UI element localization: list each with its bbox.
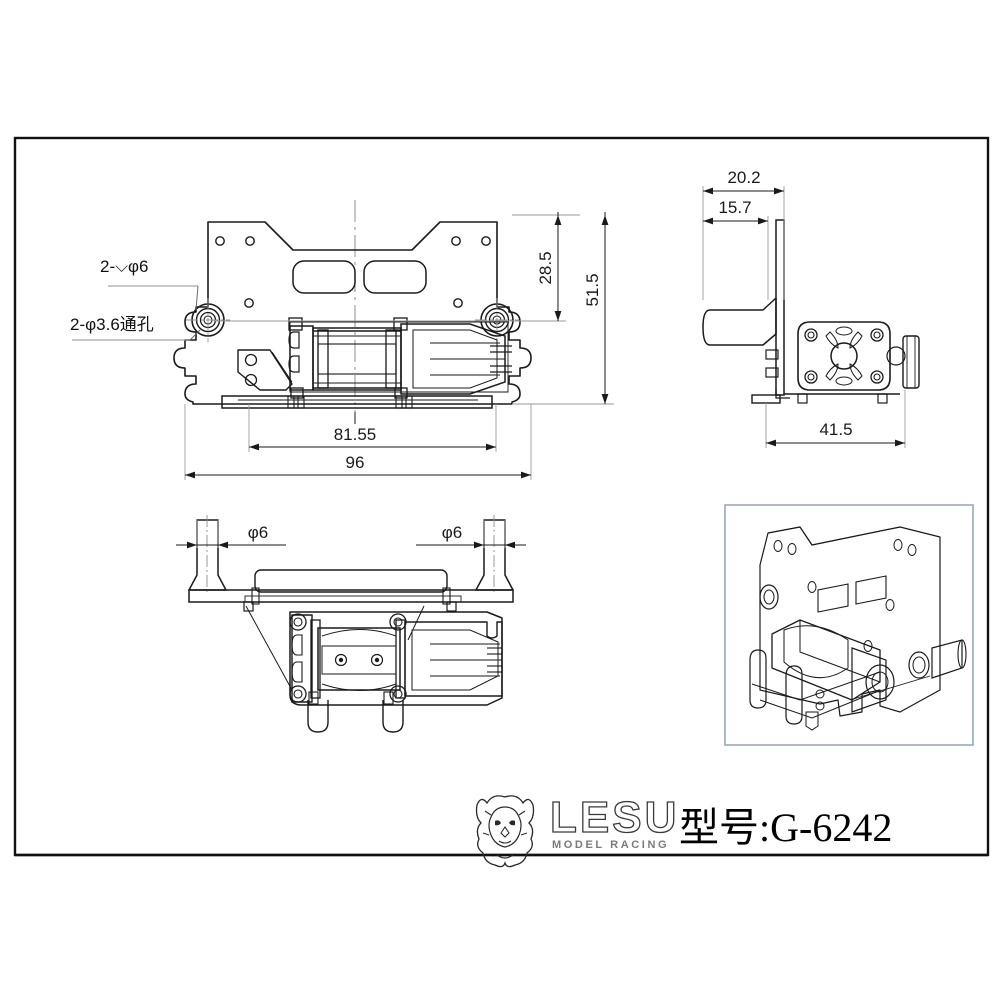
dimension-height-overall-label: 51.5 xyxy=(583,273,602,306)
counterbore-hole-right xyxy=(475,298,519,342)
front-view xyxy=(173,200,532,420)
side-view xyxy=(702,219,920,404)
dimension-depth-overall: 20.2 xyxy=(702,168,785,300)
callout-counterbore: 2-⌵φ6 xyxy=(100,257,199,311)
lion-head-logo xyxy=(475,795,535,868)
isometric-mounting-plate xyxy=(759,526,941,717)
dimension-width-overall-label: 96 xyxy=(346,453,365,472)
base-rail-front xyxy=(221,395,493,409)
side-base-rail xyxy=(784,393,900,404)
callout-through-hole-label: 2-φ3.6通孔 xyxy=(70,315,154,334)
plate-slot-left xyxy=(292,260,356,294)
dimension-roller-left-label: φ6 xyxy=(248,523,268,542)
dimension-depth-overall-label: 20.2 xyxy=(727,168,760,187)
brand-wordmark: LESU MODEL RACING xyxy=(549,792,679,851)
counterbore-hole-left xyxy=(186,298,230,342)
callout-counterbore-label: 2-⌵φ6 xyxy=(100,257,148,276)
dimension-height-overall: 51.5 xyxy=(512,212,614,405)
isometric-view-frame xyxy=(724,504,974,746)
isometric-view xyxy=(724,504,974,746)
dimension-length-side-label: 41.5 xyxy=(819,420,852,439)
dimension-height-inner-label: 28.5 xyxy=(536,251,555,284)
dimension-depth-inner: 15.7 xyxy=(703,198,769,300)
bottom-plate-bar xyxy=(188,569,514,612)
mounting-plate-outline xyxy=(173,221,532,405)
model-number-block: 型号:G-6242 xyxy=(679,805,892,850)
dimension-width-overall: 96 xyxy=(184,404,532,480)
dimension-roller-left: φ6 xyxy=(176,520,286,549)
plate-slot-right xyxy=(363,260,427,294)
fairlead-bracket xyxy=(237,349,293,391)
dimension-roller-right: φ6 xyxy=(416,520,526,549)
bottom-view xyxy=(188,515,514,733)
dimension-width-inner: 81.55 xyxy=(248,404,497,452)
dimension-roller-right-label: φ6 xyxy=(442,523,462,542)
winch-assembly-front xyxy=(288,317,512,399)
callout-through-hole: 2-φ3.6通孔 xyxy=(70,315,201,341)
side-fairlead-arm xyxy=(702,297,777,346)
isometric-winch-body xyxy=(749,619,967,731)
brand-name: LESU xyxy=(550,793,679,842)
side-motor-housing xyxy=(797,321,906,391)
dimension-width-inner-label: 81.55 xyxy=(334,425,377,444)
plate-mounting-holes xyxy=(215,236,491,308)
winch-assembly-bottom xyxy=(245,605,503,733)
model-number-text: 型号:G-6242 xyxy=(679,805,892,850)
dimension-length-side: 41.5 xyxy=(765,390,906,448)
brand-tagline: MODEL RACING xyxy=(552,839,669,851)
side-motor-can xyxy=(902,335,920,389)
dimension-height-inner: 28.5 xyxy=(214,212,580,322)
dimension-depth-inner-label: 15.7 xyxy=(718,198,751,217)
title-block: LESU MODEL RACING 型号:G-6242 xyxy=(475,792,892,868)
